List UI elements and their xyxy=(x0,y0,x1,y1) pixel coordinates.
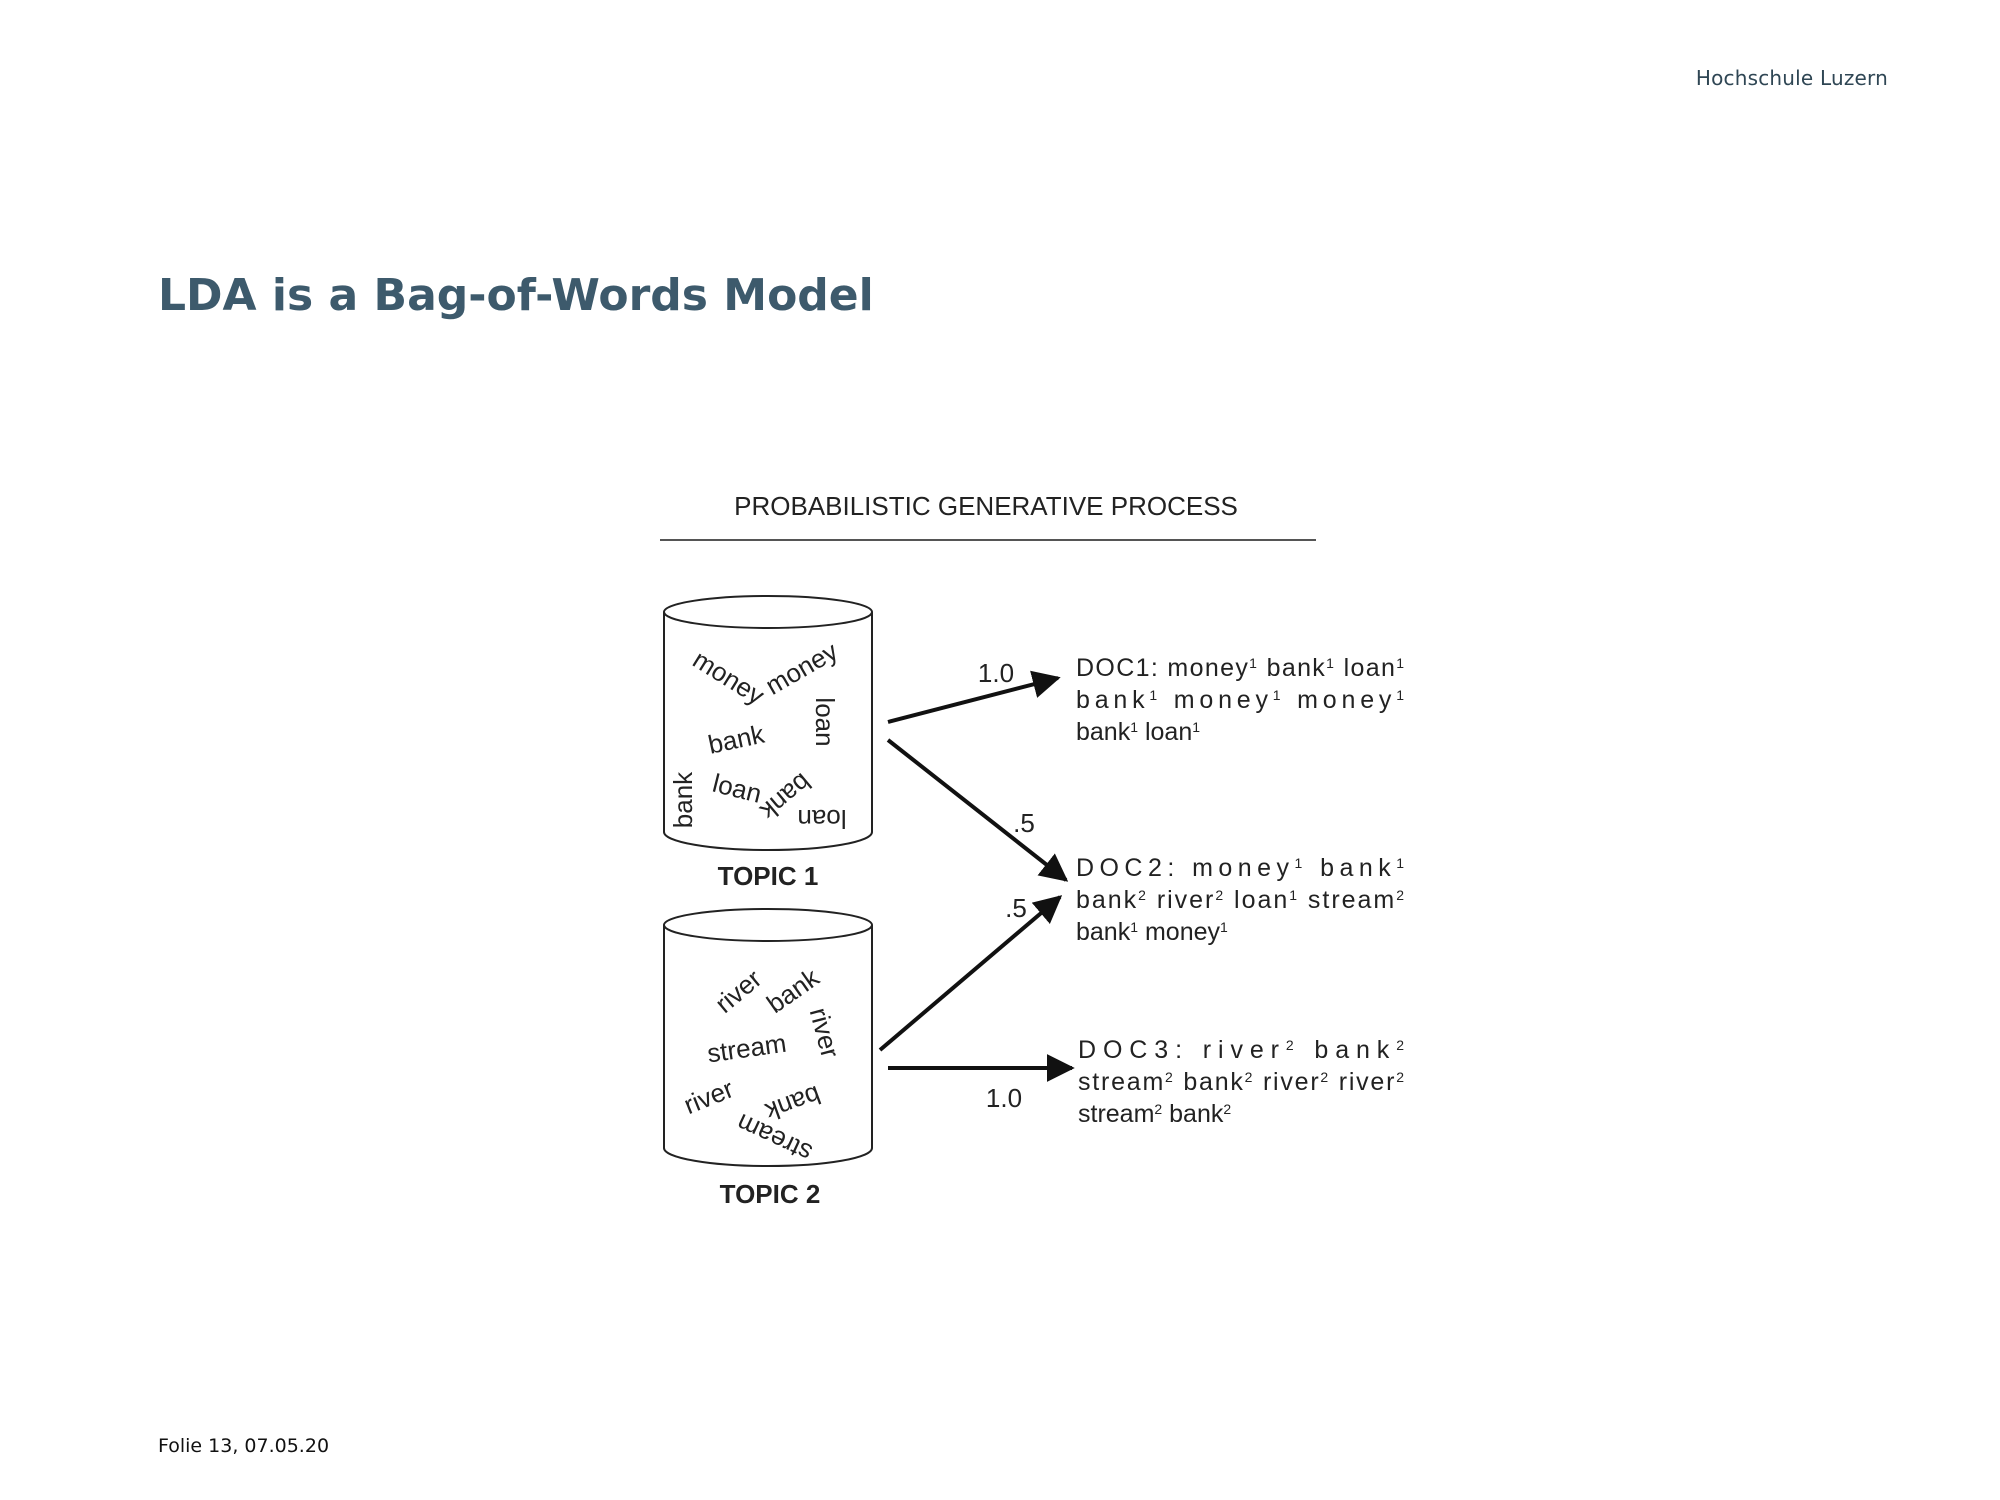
document-3-line: stream2 bank2 xyxy=(1078,1100,1231,1128)
token-word: bank xyxy=(1076,686,1145,714)
token-topic-superscript: 1 xyxy=(1326,655,1334,671)
token-word: stream xyxy=(1078,1100,1154,1128)
token-word: river xyxy=(1263,1068,1319,1096)
token-topic-superscript: 2 xyxy=(1165,1069,1173,1085)
token-topic-superscript: 1 xyxy=(1273,687,1281,703)
token-topic-superscript: 2 xyxy=(1223,1101,1231,1117)
token-word: bank xyxy=(1076,918,1131,946)
token-word: bank xyxy=(1314,1036,1389,1064)
token-word: bank xyxy=(1169,1100,1224,1128)
token-word: bank xyxy=(1267,654,1326,682)
document-1-line: DOC1: money1 bank1 loan1 xyxy=(1076,654,1404,682)
token-topic-superscript: 2 xyxy=(1396,1069,1404,1085)
token-topic-superscript: 1 xyxy=(1220,919,1228,935)
document-3-line: DOC3: river 2 bank 2 xyxy=(1078,1036,1404,1064)
token-topic-superscript: 1 xyxy=(1396,687,1404,703)
document-label: DOC2: xyxy=(1076,854,1187,882)
arrow-topic1-doc1 xyxy=(887,670,1061,724)
token-word: money xyxy=(1167,654,1248,682)
token-topic-superscript: 2 xyxy=(1154,1101,1162,1117)
token-topic-superscript: 1 xyxy=(1396,655,1404,671)
token-word: bank xyxy=(1076,718,1131,746)
token-word: loan xyxy=(1145,718,1192,746)
topic-2-label: TOPIC 2 xyxy=(720,1179,821,1209)
token-topic-superscript: 2 xyxy=(1138,887,1146,903)
token-topic-superscript: 1 xyxy=(1289,887,1297,903)
token-word: river xyxy=(1339,1068,1395,1096)
token-topic-superscript: 2 xyxy=(1215,887,1223,903)
figure-heading: PROBABILISTIC GENERATIVE PROCESS xyxy=(734,491,1238,521)
topic-1-word: loan xyxy=(810,697,840,746)
token-topic-superscript: 1 xyxy=(1130,719,1138,735)
slide-title: LDA is a Bag-of-Words Model xyxy=(158,270,874,321)
edge-weight-label: .5 xyxy=(1013,808,1035,838)
token-topic-superscript: 1 xyxy=(1249,655,1257,671)
token-topic-superscript: 2 xyxy=(1396,1037,1404,1053)
token-word: loan xyxy=(1234,886,1287,914)
token-word: river xyxy=(1203,1036,1279,1064)
token-topic-superscript: 2 xyxy=(1245,1069,1253,1085)
token-word: money xyxy=(1192,854,1289,882)
token-topic-superscript: 1 xyxy=(1130,919,1138,935)
token-topic-superscript: 1 xyxy=(1396,855,1404,871)
topic-2-cylinder: river bank river stream river bank strea… xyxy=(663,908,873,1169)
token-word: loan xyxy=(1344,654,1395,682)
token-word: river xyxy=(1157,886,1214,914)
token-word: money xyxy=(1297,686,1392,714)
document-label: DOC1: xyxy=(1076,654,1166,682)
brand-logo-text: Hochschule Luzern xyxy=(1695,66,1888,90)
topic-1-word: loan xyxy=(797,804,846,834)
token-topic-superscript: 2 xyxy=(1320,1069,1328,1085)
topic-1-label: TOPIC 1 xyxy=(718,861,819,891)
token-word: stream xyxy=(1078,1068,1163,1096)
token-word: money xyxy=(1174,686,1269,714)
document-1-line: bank1 loan1 xyxy=(1076,718,1200,746)
topic-1-cylinder: money money bank loan loan bank bank loa… xyxy=(663,595,873,851)
token-topic-superscript: 2 xyxy=(1396,887,1404,903)
document-2-line: bank1 money1 xyxy=(1076,918,1228,946)
token-topic-superscript: 1 xyxy=(1294,855,1302,871)
token-word: money xyxy=(1145,918,1221,946)
token-word: bank xyxy=(1320,854,1391,882)
edge-weight-label: 1.0 xyxy=(978,658,1014,688)
document-2-line: DOC2: money 1 bank 1 xyxy=(1076,854,1404,882)
document-label: DOC3: xyxy=(1078,1036,1196,1064)
token-topic-superscript: 1 xyxy=(1149,687,1157,703)
slide-footer: Folie 13, 07.05.20 xyxy=(158,1435,330,1457)
arrow-topic2-doc2 xyxy=(878,895,1063,1052)
token-topic-superscript: 2 xyxy=(1286,1037,1294,1053)
edge-weight-label: .5 xyxy=(1005,893,1027,923)
token-word: stream xyxy=(1308,886,1394,914)
edge-weight-label: 1.0 xyxy=(986,1083,1022,1113)
token-word: bank xyxy=(1183,1068,1243,1096)
token-word: bank xyxy=(1076,886,1137,914)
token-topic-superscript: 1 xyxy=(1192,719,1200,735)
arrow-topic1-doc2 xyxy=(886,738,1069,882)
topic-1-word: bank xyxy=(668,771,698,828)
